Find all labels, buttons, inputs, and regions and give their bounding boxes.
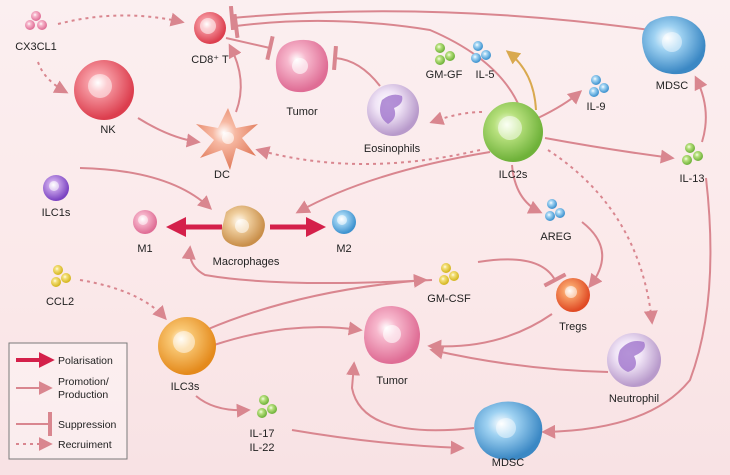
eosinophils-label: Eosinophils bbox=[364, 143, 421, 155]
edge-il13-mdsc-bottom bbox=[541, 177, 712, 439]
ilc1s-cell-icon bbox=[43, 175, 69, 201]
il17-label: IL-17 bbox=[249, 428, 274, 440]
il9-label: IL-9 bbox=[587, 101, 606, 113]
m1-label: M1 bbox=[137, 243, 152, 255]
legend: Polarisation Promotion/ Production Suppr… bbox=[8, 342, 128, 460]
edge-nk-dc bbox=[137, 117, 201, 148]
legend-suppression-label: Suppression bbox=[58, 419, 117, 431]
edge-mdsc-cd8t bbox=[228, 5, 651, 31]
edge-il17-mdsc bbox=[291, 429, 465, 455]
macrophages-cell-icon bbox=[221, 205, 265, 247]
gmcsf-molecule-icon bbox=[439, 263, 459, 285]
edge-il13-mdsc-top bbox=[694, 75, 708, 143]
edge-dc-cd8t bbox=[228, 43, 242, 113]
ilc1s-label: ILC1s bbox=[42, 207, 71, 219]
cx3cl1-label: CX3CL1 bbox=[15, 41, 57, 53]
il13-molecule-icon bbox=[682, 143, 703, 165]
areg-label: AREG bbox=[540, 231, 571, 243]
edge-ilc2s-mdsc-top-via-il13 bbox=[576, 56, 650, 92]
ilc2s-label: ILC2s bbox=[499, 169, 528, 181]
mdsc-bottom-cell-icon bbox=[474, 401, 543, 461]
dc-label: DC bbox=[214, 169, 230, 181]
il5-molecule-icon bbox=[471, 41, 491, 63]
neutrophil-label: Neutrophil bbox=[609, 393, 659, 405]
ilc3s-label: ILC3s bbox=[171, 381, 200, 393]
gmgf-label: GM-GF bbox=[426, 69, 463, 81]
il22-label: IL-22 bbox=[249, 442, 274, 454]
m1-cell-icon bbox=[133, 210, 157, 234]
edge-ilc3s-tumor bbox=[213, 321, 363, 346]
ilc3s-cell-icon bbox=[158, 317, 216, 375]
ilc2s-cell-icon bbox=[483, 102, 543, 162]
edge-cx3cl1-cd8t bbox=[57, 12, 185, 27]
edge-ilc2s-dc bbox=[255, 146, 481, 165]
tregs-label: Tregs bbox=[559, 321, 587, 333]
edge-cd8t-tumor bbox=[225, 35, 275, 61]
mdsc-top-cell-icon bbox=[642, 16, 706, 75]
edge-ilc3s-gmcsf bbox=[205, 273, 428, 331]
tregs-cell-icon bbox=[556, 278, 590, 312]
edge-ilc2s-il9 bbox=[537, 90, 583, 119]
edge-gmcsf-macrophages bbox=[181, 245, 433, 285]
dc-cell-icon bbox=[196, 108, 258, 170]
edge-ilc3s-il17 bbox=[195, 395, 251, 418]
legend-production-label: Production bbox=[58, 389, 108, 401]
il17-il22-molecule-icon bbox=[257, 395, 277, 418]
edge-ilc2s-cd8t bbox=[232, 13, 521, 109]
il9-molecule-icon bbox=[589, 75, 609, 97]
gmcsf-label: GM-CSF bbox=[427, 293, 471, 305]
edge-ilc2s-macrophages bbox=[295, 151, 491, 214]
edge-ilc2s-il5 bbox=[505, 50, 537, 111]
connections bbox=[37, 5, 712, 455]
edge-ilc1s-macrophages bbox=[79, 167, 213, 210]
edge-gmcsf-tregs bbox=[477, 258, 567, 288]
edge-neutrophil-tumor bbox=[429, 345, 609, 373]
cx3cl1-molecule-icon bbox=[25, 11, 47, 30]
eosinophils-cell-icon bbox=[367, 84, 419, 136]
edge-eosinophils-tumor bbox=[332, 45, 381, 87]
tumor-mid-label: Tumor bbox=[376, 375, 408, 387]
mdsc-top-label: MDSC bbox=[656, 80, 688, 92]
edge-areg-tregs bbox=[581, 221, 604, 289]
il5-label: IL-5 bbox=[476, 69, 495, 81]
edge-ilc2s-areg bbox=[511, 164, 543, 214]
nk-cell-icon bbox=[74, 60, 134, 120]
edge-tregs-tumor bbox=[427, 313, 553, 354]
legend-recruitment-label: Recruiment bbox=[58, 439, 112, 451]
tumor-mid-icon bbox=[364, 306, 420, 364]
areg-molecule-icon bbox=[545, 199, 565, 221]
m2-label: M2 bbox=[336, 243, 351, 255]
edge-ilc2s-eosinophils bbox=[429, 111, 483, 125]
edge-mdsc-tumor bbox=[346, 361, 475, 432]
tumor-top-label: Tumor bbox=[286, 106, 318, 118]
ccl2-molecule-icon bbox=[51, 265, 71, 287]
nk-label: NK bbox=[100, 124, 116, 136]
tumor-top-icon bbox=[275, 39, 329, 93]
mdsc-bottom-label: MDSC bbox=[492, 457, 524, 469]
gmgf-molecule-icon bbox=[435, 43, 455, 65]
m2-cell-icon bbox=[332, 210, 356, 234]
legend-promotion-label: Promotion/ bbox=[58, 376, 109, 388]
edge-cx3cl1-nk bbox=[37, 61, 69, 94]
cd8t-label: CD8⁺ T bbox=[191, 54, 229, 66]
neutrophil-cell-icon bbox=[607, 333, 661, 387]
cd8t-cell-icon bbox=[194, 12, 226, 44]
ccl2-label: CCL2 bbox=[46, 296, 74, 308]
il13-label: IL-13 bbox=[679, 173, 704, 185]
legend-polarisation-label: Polarisation bbox=[58, 355, 113, 367]
edge-ilc2s-il13 bbox=[544, 137, 675, 164]
macrophages-label: Macrophages bbox=[213, 256, 280, 268]
edge-ccl2-ilc3s bbox=[79, 279, 167, 321]
